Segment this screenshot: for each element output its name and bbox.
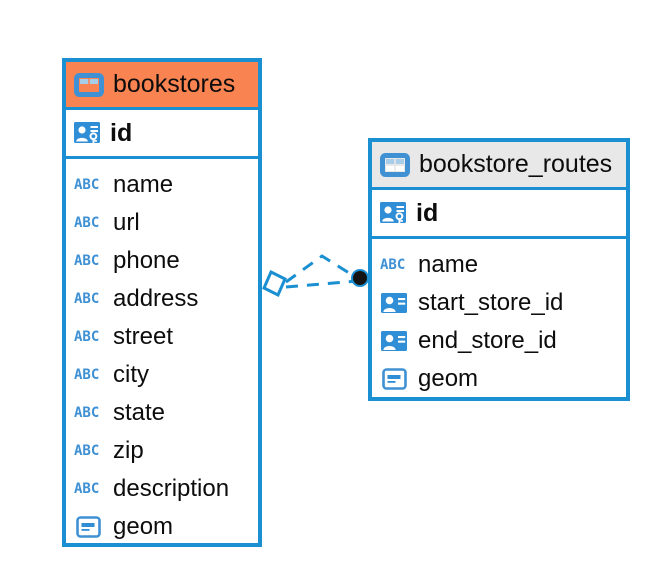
field-row-geom[interactable]: geom bbox=[372, 360, 626, 398]
relationship-line-upper bbox=[285, 254, 358, 284]
field-row-url[interactable]: ABC url bbox=[66, 204, 258, 242]
field-row-start-store-id[interactable]: start_store_id bbox=[372, 284, 626, 322]
table-icon bbox=[74, 72, 104, 98]
abc-icon: ABC bbox=[74, 249, 104, 273]
field-label: street bbox=[113, 323, 174, 350]
abc-icon-text: ABC bbox=[74, 405, 100, 421]
abc-icon: ABC bbox=[74, 325, 104, 349]
abc-icon-text: ABC bbox=[74, 177, 100, 193]
field-label: end_store_id bbox=[418, 327, 557, 354]
diamond-marker bbox=[262, 269, 287, 298]
primary-key-icon bbox=[73, 119, 103, 147]
field-row-phone[interactable]: ABC phone bbox=[66, 242, 258, 280]
field-label: url bbox=[113, 209, 140, 236]
table-icon bbox=[380, 152, 410, 178]
field-row-end-store-id[interactable]: end_store_id bbox=[372, 322, 626, 360]
field-label: state bbox=[113, 399, 166, 426]
relationship-line-lower bbox=[285, 279, 358, 289]
field-label: zip bbox=[113, 437, 144, 464]
field-row-name[interactable]: ABC name bbox=[66, 166, 258, 204]
entity-header-bookstore-routes[interactable]: bookstore_routes bbox=[372, 142, 626, 190]
geometry-icon bbox=[74, 514, 104, 540]
field-row-street[interactable]: ABC street bbox=[66, 318, 258, 356]
entity-title: bookstore_routes bbox=[419, 150, 613, 178]
filled-circle-marker bbox=[351, 269, 369, 287]
abc-icon: ABC bbox=[74, 287, 104, 311]
abc-icon: ABC bbox=[74, 477, 104, 501]
field-list-bookstore-routes: ABC name start_store_id bbox=[372, 239, 626, 404]
abc-icon: ABC bbox=[74, 173, 104, 197]
entity-bookstores[interactable]: bookstores id ABC bbox=[62, 58, 262, 547]
field-label: name bbox=[418, 251, 479, 278]
field-row-address[interactable]: ABC address bbox=[66, 280, 258, 318]
abc-icon-text: ABC bbox=[74, 443, 100, 459]
foreign-key-icon bbox=[380, 328, 410, 354]
field-label: geom bbox=[113, 513, 174, 540]
field-row-name[interactable]: ABC name bbox=[372, 246, 626, 284]
field-row-zip[interactable]: ABC zip bbox=[66, 432, 258, 470]
field-list-bookstores: ABC name ABC url ABC phone ABC bbox=[66, 159, 258, 552]
abc-icon: ABC bbox=[74, 439, 104, 463]
entity-title: bookstores bbox=[113, 70, 236, 98]
foreign-key-icon bbox=[380, 290, 410, 316]
primary-key-row[interactable]: id bbox=[372, 190, 626, 239]
field-label: start_store_id bbox=[418, 289, 564, 316]
field-label: name bbox=[113, 171, 174, 198]
field-label: phone bbox=[113, 247, 180, 274]
field-label: geom bbox=[418, 365, 479, 392]
field-row-state[interactable]: ABC state bbox=[66, 394, 258, 432]
field-label: city bbox=[113, 361, 149, 388]
entity-header-bookstores[interactable]: bookstores bbox=[66, 62, 258, 110]
abc-icon: ABC bbox=[380, 253, 410, 277]
geometry-icon bbox=[380, 366, 410, 392]
field-label: description bbox=[113, 475, 230, 502]
field-row-description[interactable]: ABC description bbox=[66, 470, 258, 508]
abc-icon-text: ABC bbox=[74, 291, 100, 307]
abc-icon-text: ABC bbox=[74, 481, 100, 497]
primary-key-row[interactable]: id bbox=[66, 110, 258, 159]
abc-icon-text: ABC bbox=[74, 367, 100, 383]
abc-icon-text: ABC bbox=[74, 329, 100, 345]
abc-icon-text: ABC bbox=[74, 215, 100, 231]
abc-icon-text: ABC bbox=[380, 257, 406, 273]
entity-bookstore-routes[interactable]: bookstore_routes id ABC bbox=[368, 138, 630, 401]
field-row-city[interactable]: ABC city bbox=[66, 356, 258, 394]
field-label: address bbox=[113, 285, 199, 312]
abc-icon: ABC bbox=[74, 401, 104, 425]
primary-key-icon bbox=[379, 199, 409, 227]
abc-icon-text: ABC bbox=[74, 253, 100, 269]
abc-icon: ABC bbox=[74, 211, 104, 235]
abc-icon: ABC bbox=[74, 363, 104, 387]
primary-key-label: id bbox=[110, 118, 133, 147]
field-row-geom[interactable]: geom bbox=[66, 508, 258, 546]
primary-key-label: id bbox=[416, 198, 439, 227]
